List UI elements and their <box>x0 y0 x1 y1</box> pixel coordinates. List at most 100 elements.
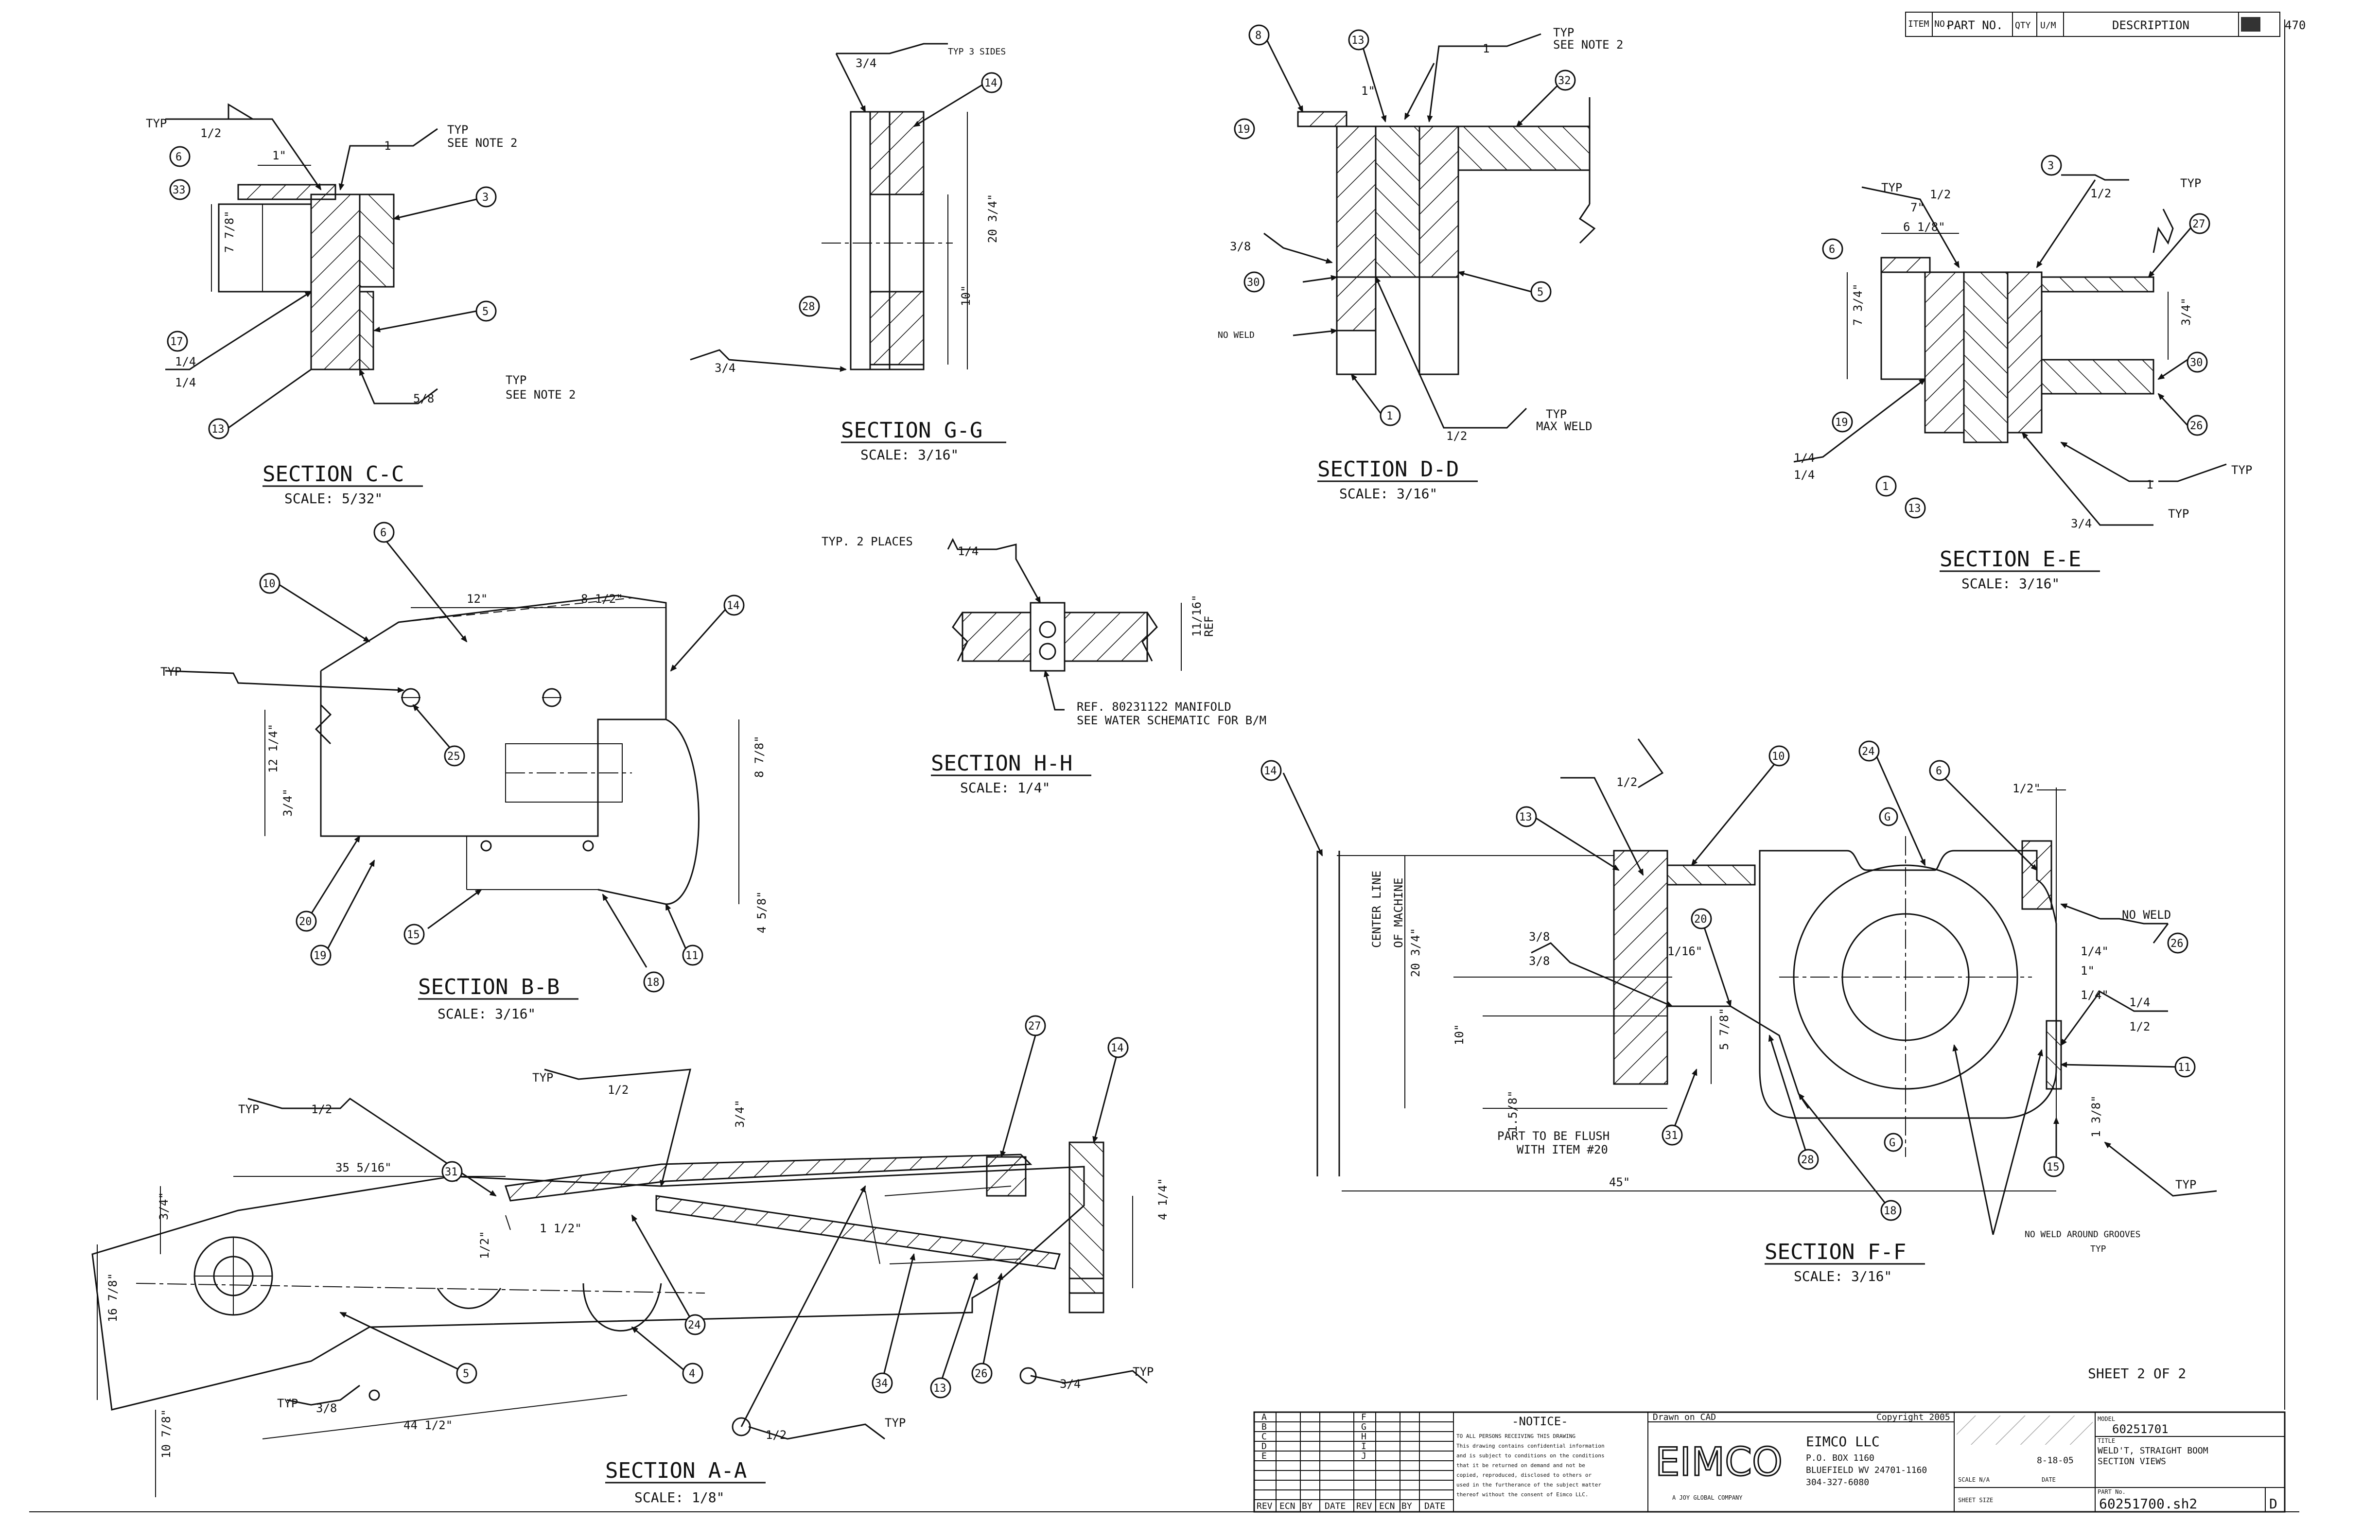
svg-text:1 3/8": 1 3/8" <box>2089 1095 2103 1138</box>
svg-text:NO WELD: NO WELD <box>2122 908 2171 922</box>
svg-text:1: 1 <box>384 139 391 153</box>
svg-text:4: 4 <box>689 1368 695 1380</box>
svg-text:1: 1 <box>1483 42 1489 55</box>
section-c-c-title: SECTION C-C <box>262 462 404 487</box>
svg-text:PART TO BE FLUSH: PART TO BE FLUSH <box>1497 1129 1610 1143</box>
svg-text:MODEL: MODEL <box>2098 1416 2115 1422</box>
svg-text:30: 30 <box>1247 277 1260 289</box>
cc-plate-3 <box>359 193 395 288</box>
svg-text:SCALE: 3/16": SCALE: 3/16" <box>1339 486 1437 502</box>
svg-text:TYP: TYP <box>2175 1178 2196 1191</box>
svg-text:P.O. BOX 1160: P.O. BOX 1160 <box>1806 1453 1874 1463</box>
title-block: A B C D E F G H I J REV ECN BY DATE REV … <box>1253 1411 2286 1513</box>
svg-text:3/4: 3/4 <box>715 361 735 375</box>
svg-text:DATE: DATE <box>1325 1501 1346 1511</box>
svg-text:WITH ITEM #20: WITH ITEM #20 <box>1517 1143 1608 1156</box>
svg-text:5/8: 5/8 <box>413 392 434 405</box>
svg-text:3/8: 3/8 <box>316 1401 337 1415</box>
svg-text:31: 31 <box>1665 1130 1678 1142</box>
svg-text:G: G <box>1884 811 1890 823</box>
svg-text:8 7/8": 8 7/8" <box>752 735 766 778</box>
svg-text:11: 11 <box>2178 1062 2191 1074</box>
svg-text:SEE NOTE 2: SEE NOTE 2 <box>506 388 576 402</box>
sheet-number: SHEET 2 OF 2 <box>2088 1365 2186 1382</box>
svg-text:QTY: QTY <box>2015 20 2031 31</box>
svg-text:TYP. 2 PLACES: TYP. 2 PLACES <box>822 535 913 548</box>
svg-text:27: 27 <box>1028 1020 1041 1032</box>
svg-text:BLUEFIELD WV 24701-1160: BLUEFIELD WV 24701-1160 <box>1806 1465 1927 1475</box>
svg-text:30: 30 <box>2190 357 2203 369</box>
section-f-f-title: SECTION F-F <box>1765 1240 1906 1264</box>
svg-text:1: 1 <box>1386 410 1393 422</box>
svg-text:1/4: 1/4 <box>175 355 196 368</box>
svg-text:SCALE: 3/16": SCALE: 3/16" <box>1961 576 2060 592</box>
svg-text:TYP: TYP <box>506 373 526 387</box>
section-d-d-title: SECTION D-D <box>1317 457 1459 482</box>
svg-text:3/4": 3/4" <box>733 1100 747 1128</box>
svg-text:5: 5 <box>463 1368 469 1380</box>
svg-text:5: 5 <box>1537 286 1543 298</box>
svg-text:MAX WELD: MAX WELD <box>1536 420 1592 433</box>
svg-text:20 3/4": 20 3/4" <box>986 194 999 243</box>
svg-text:32: 32 <box>1558 75 1571 87</box>
svg-text:NO WELD AROUND GROOVES: NO WELD AROUND GROOVES <box>2025 1229 2140 1240</box>
svg-text:TYP: TYP <box>1553 26 1574 39</box>
svg-text:1/4": 1/4" <box>2081 945 2109 958</box>
svg-text:TYP: TYP <box>160 665 181 679</box>
svg-text:6: 6 <box>175 151 182 163</box>
svg-text:DESCRIPTION: DESCRIPTION <box>2112 18 2189 32</box>
svg-text:1/4: 1/4 <box>2129 996 2150 1009</box>
svg-text:3: 3 <box>482 192 489 204</box>
svg-text:TYP: TYP <box>238 1102 259 1116</box>
svg-text:7 7/8": 7 7/8" <box>223 210 236 253</box>
svg-text:19: 19 <box>1835 417 1848 429</box>
svg-text:B: B <box>1261 1422 1267 1432</box>
svg-text:1: 1 <box>2146 478 2153 491</box>
svg-text:8: 8 <box>1255 30 1261 42</box>
svg-text:26: 26 <box>975 1368 988 1380</box>
part-number: 60251700.sh2 <box>2099 1496 2197 1512</box>
section-a-a: 35 5/16" 1 1/2" 3/4" 1/2" 3/4" 16 7/8" 1… <box>91 1015 1170 1505</box>
svg-text:4 1/4": 4 1/4" <box>1156 1178 1170 1220</box>
eimco-logo: EIMCO <box>1655 1439 1783 1485</box>
svg-text:Drawn on CAD: Drawn on CAD <box>1653 1412 1716 1422</box>
svg-text:3/8: 3/8 <box>1529 930 1550 944</box>
svg-text:1/2: 1/2 <box>1616 775 1637 789</box>
svg-text:TYP: TYP <box>2180 176 2201 190</box>
svg-text:4 5/8": 4 5/8" <box>755 891 769 933</box>
svg-text:TYP: TYP <box>146 117 167 130</box>
svg-text:REF: REF <box>1202 616 1216 637</box>
svg-text:15: 15 <box>407 929 420 941</box>
svg-text:TYP: TYP <box>2090 1244 2106 1254</box>
svg-text:7": 7" <box>1910 201 1925 214</box>
svg-text:27: 27 <box>2192 218 2205 230</box>
svg-text:1/4: 1/4 <box>175 376 196 389</box>
svg-text:REF. 80231122 MANIFOLD: REF. 80231122 MANIFOLD <box>1077 700 1231 714</box>
svg-text:and is subject to conditions o: and is subject to conditions on the cond… <box>1456 1452 1605 1459</box>
svg-text:14: 14 <box>984 77 998 89</box>
svg-text:thereof without the consent of: thereof without the consent of Eimco LLC… <box>1456 1491 1589 1498</box>
svg-text:3/4: 3/4 <box>2071 517 2092 530</box>
svg-text:TYP: TYP <box>1881 181 1902 194</box>
svg-text:28: 28 <box>802 301 815 313</box>
svg-text:14: 14 <box>1264 765 1277 777</box>
svg-text:SCALE: 3/16": SCALE: 3/16" <box>860 447 959 463</box>
svg-text:6 1/8": 6 1/8" <box>1903 220 1945 234</box>
svg-text:PART NO.: PART NO. <box>1947 18 2003 32</box>
svg-text:BY: BY <box>1401 1501 1412 1511</box>
svg-text:17: 17 <box>170 336 183 348</box>
svg-text:5 7/8": 5 7/8" <box>1717 1008 1731 1050</box>
svg-text:15: 15 <box>2047 1161 2060 1173</box>
svg-text:6: 6 <box>1936 765 1942 777</box>
svg-text:19: 19 <box>1237 123 1250 136</box>
svg-text:1/4: 1/4 <box>1794 451 1815 465</box>
model-number: 60251701 <box>2112 1422 2169 1436</box>
svg-text:1/2": 1/2" <box>2012 782 2041 795</box>
svg-text:1/2: 1/2 <box>766 1428 787 1442</box>
svg-text:SECTION VIEWS: SECTION VIEWS <box>2098 1456 2166 1467</box>
svg-text:This drawing contains confiden: This drawing contains confidential infor… <box>1456 1443 1605 1449</box>
svg-text:TYP: TYP <box>885 1416 906 1430</box>
svg-text:D: D <box>1261 1441 1267 1452</box>
svg-text:33: 33 <box>173 184 186 196</box>
svg-text:I: I <box>1361 1441 1366 1452</box>
